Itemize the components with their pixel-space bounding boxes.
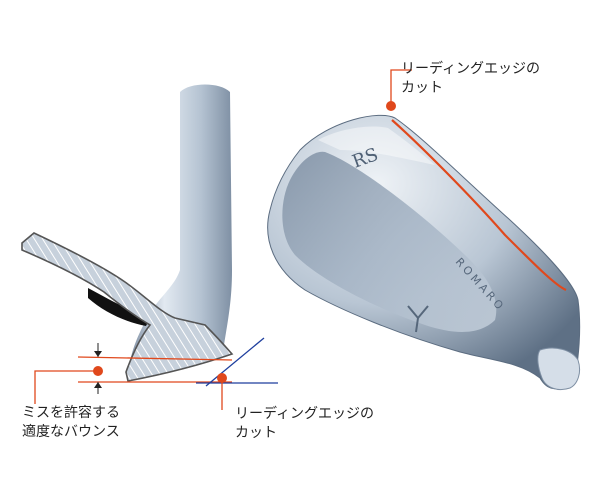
wedge-shaft [128,84,232,376]
wedge-head: RS ROMARO [267,114,581,391]
wedge-head-face [282,151,497,332]
wedge-sole-shadow [88,288,150,326]
leading-edge-angle-line [205,337,265,387]
bounce-arrow-down-head [94,382,102,388]
leading-edge-top-leader [390,69,412,106]
bounce-label: ミスを許容する 適度なバウンス [22,404,120,442]
leading-edge-cut-line [391,119,567,292]
wedge-hosel [537,347,581,391]
label-line: リーディングエッジの [401,61,541,77]
wedge-cross-section [21,84,234,382]
label-line: カット [235,425,277,441]
wedge-top-highlight [318,126,435,165]
wedge-hatched-section [21,232,234,382]
bounce-top-line [77,356,233,361]
club-logo-mark [407,305,429,333]
leading-edge-cut-label-bottom: リーディングエッジの カット [235,405,374,443]
bounce-arrow-up-head [94,351,102,357]
leading-edge-cut-label-top: リーディングエッジの カット [401,60,540,98]
label-line: リーディングエッジの [235,406,375,422]
bounce-leader-line [34,370,98,404]
label-line: ミスを許容する [22,405,120,421]
label-line: 適度なバウンス [22,424,120,440]
label-line: カット [401,80,443,96]
